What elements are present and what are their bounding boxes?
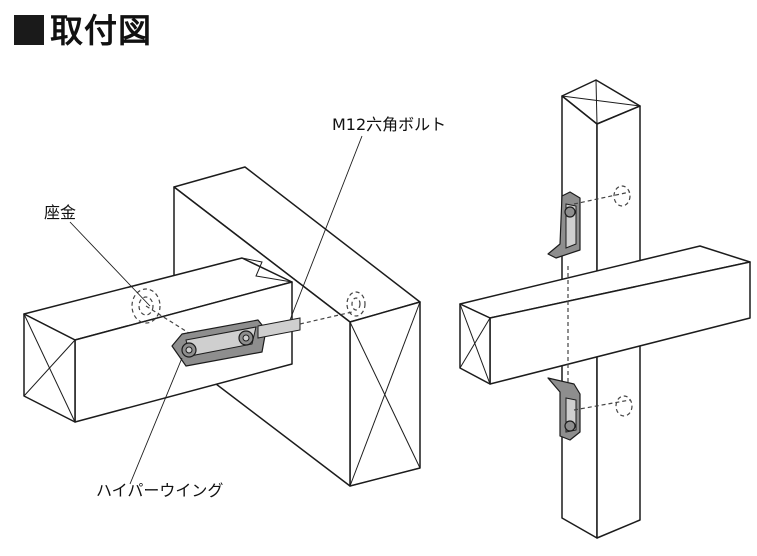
leader-washer (69, 221, 151, 307)
label-m12-bolt: M12六角ボルト (332, 115, 447, 134)
left-assembly (23, 166, 421, 487)
left-hyper-wing (171, 319, 267, 367)
right-upper-wing (547, 185, 631, 259)
page-title: 取付図 (14, 8, 152, 52)
left-bolt (257, 311, 353, 339)
left-washer-front (346, 291, 366, 317)
label-hyper-wing: ハイパーウイング (96, 481, 224, 500)
label-washer: 座金 (44, 203, 77, 222)
title-square-icon (14, 15, 44, 45)
right-lower-wing (547, 377, 633, 441)
leader-m12-bolt (289, 135, 363, 321)
left-washer-back (131, 288, 201, 341)
title-text: 取付図 (50, 10, 152, 50)
leader-hyper-wing (129, 357, 183, 485)
right-assembly (459, 79, 751, 539)
left-post (173, 166, 421, 487)
right-beam (459, 245, 751, 385)
